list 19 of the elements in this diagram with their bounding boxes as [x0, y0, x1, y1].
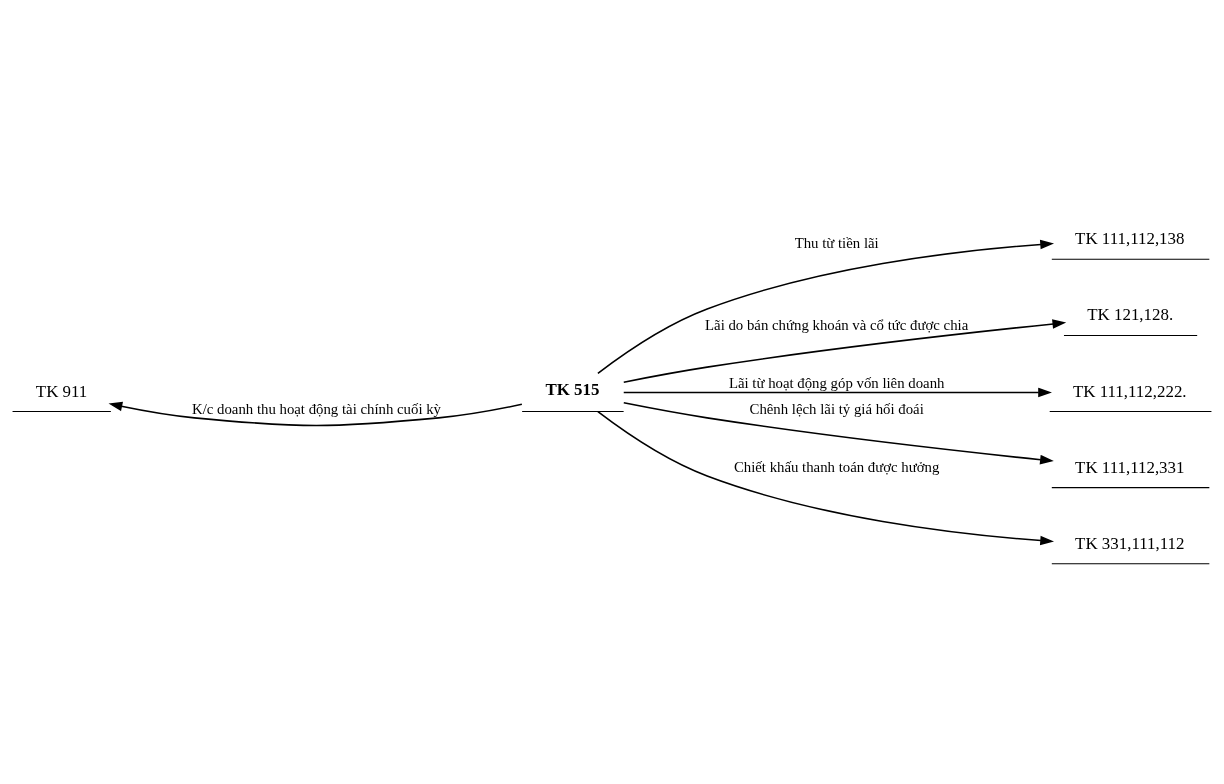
arrow [597, 239, 1055, 374]
edge-label: Lãi từ hoạt động góp vốn liên doanh [728, 374, 945, 391]
arrow [623, 318, 1067, 383]
node-text: TK 111,112,138 [1075, 228, 1185, 248]
edge-label: Lãi do bán chứng khoán và cổ tức được chia [705, 316, 969, 333]
arrow [108, 401, 523, 426]
node-text: TK 331,111,112 [1075, 533, 1185, 553]
edge-label: Chênh lệch lãi tỷ giá hối đoái [749, 400, 924, 417]
edge-label: K/c doanh thu hoạt động tài chính cuối kỳ [191, 400, 442, 417]
node-text: TK 121,128. [1087, 304, 1174, 324]
node-text: TK 111,112,222. [1072, 381, 1187, 401]
arrow [623, 401, 1054, 464]
node-text: TK 515 [545, 379, 600, 399]
arrow [597, 410, 1055, 545]
edge-label: Thu từ tiền lãi [794, 234, 879, 251]
node-text: TK 911 [35, 381, 88, 401]
edge-label: Chiết khấu thanh toán được hưởng [733, 458, 940, 475]
arrow [622, 387, 1052, 397]
node-text: TK 111,112,331 [1075, 457, 1185, 477]
